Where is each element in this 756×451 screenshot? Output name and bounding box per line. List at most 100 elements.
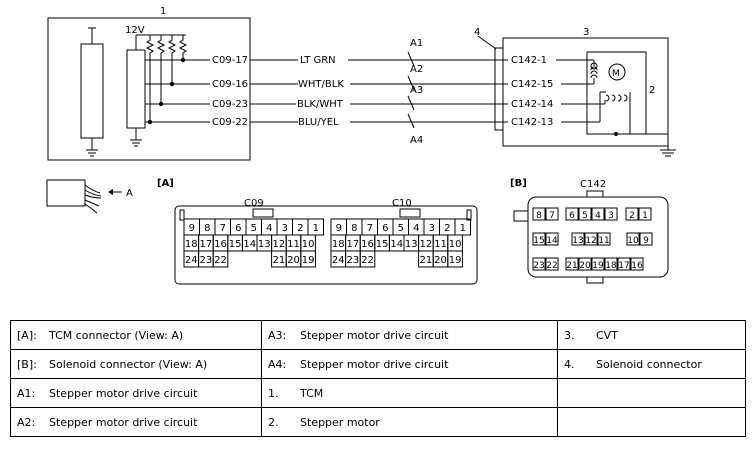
motor-letter: M bbox=[612, 69, 620, 79]
c10-pin-number: 14 bbox=[390, 239, 403, 250]
c142-pin-cell bbox=[617, 257, 631, 271]
legend-value: TCM bbox=[300, 386, 324, 400]
c09-pin-number: 13 bbox=[258, 239, 271, 250]
c10-pin-number: 22 bbox=[361, 255, 374, 266]
cvt-box bbox=[502, 37, 669, 147]
connector-view-icon bbox=[46, 179, 122, 214]
c09-pin-number: 1 bbox=[313, 223, 319, 234]
tcm-pin-3: C09-23 bbox=[212, 99, 248, 110]
legend-value: Stepper motor drive circuit bbox=[49, 415, 198, 429]
c09-pin-number: 7 bbox=[220, 223, 226, 234]
legend-key: A4: bbox=[268, 357, 287, 371]
c09-pin-number: 14 bbox=[243, 239, 256, 250]
legend-cell: A1:Stepper motor drive circuit bbox=[10, 378, 262, 408]
c142-pin-cell bbox=[578, 207, 592, 221]
c142-pin-cell bbox=[604, 257, 618, 271]
wire-id-a3: A3 bbox=[410, 85, 423, 96]
wire-color-4: BLU/YEL bbox=[298, 117, 339, 128]
c09-pin-number: 16 bbox=[214, 239, 227, 250]
legend-key: 4. bbox=[564, 357, 575, 371]
c10-pin-number: 11 bbox=[434, 239, 447, 250]
c142-pin-cell bbox=[565, 257, 579, 271]
tcm-pin-2: C09-16 bbox=[212, 79, 248, 90]
c09-pin-number: 4 bbox=[266, 223, 272, 234]
legend-value: Stepper motor drive circuit bbox=[300, 328, 449, 342]
c09-pin-number: 10 bbox=[302, 239, 315, 250]
wire-id-a1: A1 bbox=[410, 38, 423, 49]
c142-pin-cell bbox=[625, 207, 639, 221]
c09-label: C09 bbox=[244, 198, 264, 209]
c10-pin-number: 21 bbox=[420, 255, 433, 266]
c10-pin-number: 13 bbox=[405, 239, 418, 250]
c09-pin-number: 12 bbox=[273, 239, 286, 250]
c142-pin-cell bbox=[545, 257, 559, 271]
coil-icon bbox=[590, 62, 628, 102]
section-b-label: [B] bbox=[510, 178, 527, 189]
legend-key: 1. bbox=[268, 386, 279, 400]
legend-row: [A]:TCM connector (View: A)A3:Stepper mo… bbox=[10, 320, 746, 350]
c09-pin-number: 3 bbox=[282, 223, 288, 234]
c10-pin-number: 12 bbox=[420, 239, 433, 250]
c09-pin-number: 24 bbox=[185, 255, 198, 266]
wiring-diagram: 1 12V C09-17 C09-16 C09-23 C09-22 bbox=[46, 6, 676, 285]
c09-pin-cell bbox=[300, 250, 316, 268]
c10-pin-number: 16 bbox=[361, 239, 374, 250]
resistor-group bbox=[145, 35, 188, 122]
c142-pin-cell bbox=[571, 232, 585, 246]
legend-row: [B]:Solenoid connector (View: A)A4:Stepp… bbox=[10, 349, 746, 379]
c09-pin-number: 19 bbox=[302, 255, 315, 266]
c09-pin-number: 21 bbox=[273, 255, 286, 266]
c142-pin-number: 21 bbox=[566, 261, 577, 271]
c142-label: C142 bbox=[580, 179, 606, 190]
c142-pin-cell bbox=[591, 257, 605, 271]
c142-pin-cell bbox=[532, 232, 546, 246]
legend-key: A2: bbox=[17, 415, 36, 429]
legend-cell: A4:Stepper motor drive circuit bbox=[261, 349, 558, 379]
number-2: 2 bbox=[649, 85, 655, 96]
c142-pin-number: 12 bbox=[585, 236, 596, 246]
c10-pin-number: 10 bbox=[449, 239, 462, 250]
c10-pin-number: 1 bbox=[460, 223, 466, 234]
c142-pin-cell bbox=[626, 232, 640, 246]
c10-pin-number: 7 bbox=[367, 223, 373, 234]
legend-cell: 2.Stepper motor bbox=[261, 407, 558, 437]
voltage-label: 12V bbox=[125, 25, 145, 36]
c142-pin-cell bbox=[532, 257, 546, 271]
c10-pin-number: 2 bbox=[444, 223, 450, 234]
sol-pin-2: C142-15 bbox=[511, 79, 553, 90]
c142-pin-number: 6 bbox=[569, 211, 575, 221]
c142-pin-number: 8 bbox=[536, 211, 542, 221]
c10-pin-number: 8 bbox=[351, 223, 357, 234]
c142-pin-cell bbox=[639, 232, 653, 246]
c142-pin-number: 17 bbox=[618, 261, 629, 271]
c142-pin-number: 10 bbox=[627, 236, 639, 246]
c09-pin-number: 17 bbox=[200, 239, 213, 250]
c09-pin-number: 18 bbox=[185, 239, 198, 250]
c142-pin-number: 14 bbox=[546, 236, 558, 246]
c142-pin-number: 20 bbox=[579, 261, 591, 271]
c09-pin-number: 11 bbox=[287, 239, 300, 250]
c142-pin-number: 15 bbox=[533, 236, 544, 246]
legend-value: Solenoid connector (View: A) bbox=[49, 357, 208, 371]
wire-color-1: LT GRN bbox=[300, 55, 336, 66]
motor-icon bbox=[608, 63, 626, 81]
tcm-right-block bbox=[126, 49, 146, 129]
wire-id-a4: A4 bbox=[410, 135, 423, 146]
legend-cell: 1. TCM bbox=[261, 378, 558, 408]
view-arrow-label: A bbox=[126, 188, 133, 199]
c09-pin-number: 8 bbox=[204, 223, 210, 234]
c10-pin-number: 9 bbox=[336, 223, 342, 234]
c142-pin-number: 7 bbox=[549, 211, 555, 221]
sol-pin-3: C142-14 bbox=[511, 99, 553, 110]
tcm-pin-4: C09-22 bbox=[212, 117, 248, 128]
c10-pin-number: 20 bbox=[434, 255, 447, 266]
c142-pin-cell bbox=[584, 232, 598, 246]
legend-value: CVT bbox=[596, 328, 618, 342]
tcm-pin-1: C09-17 bbox=[212, 55, 248, 66]
wire-color-3: BLK/WHT bbox=[297, 99, 344, 110]
c10-pin-number: 6 bbox=[382, 223, 388, 234]
c142-pin-number: 4 bbox=[595, 211, 601, 221]
legend-value: Stepper motor bbox=[300, 415, 380, 429]
c10-pin-cell bbox=[359, 250, 376, 268]
c142-pin-number: 19 bbox=[592, 261, 604, 271]
